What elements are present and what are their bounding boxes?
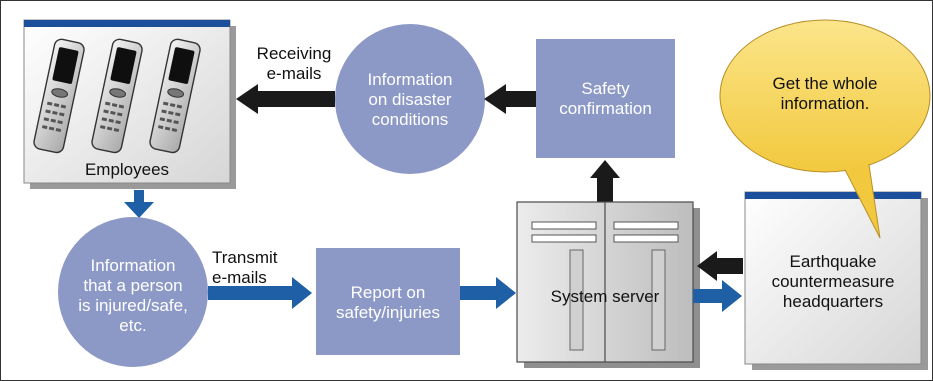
person-info-line: Information [90, 256, 176, 275]
headquarters-label: Earthquake countermeasure headquarters [745, 252, 921, 312]
safety-confirmation-line: confirmation [559, 99, 652, 119]
system-server-node [516, 201, 700, 368]
arrow-person-to-report [208, 277, 312, 309]
arrow-employees-to-info [124, 190, 154, 218]
disaster-info-line: conditions [371, 110, 449, 130]
phone-icon [149, 38, 201, 154]
report-line: Report on [350, 283, 426, 302]
person-info-label: Information that a person is injured/saf… [60, 256, 206, 336]
safety-confirmation-line: Safety [581, 79, 630, 98]
arrow-report-to-server [460, 277, 516, 309]
phone-icon [91, 38, 143, 154]
transmit-emails-label: Transmit e-mails [212, 248, 302, 288]
person-info-line: that a person [83, 276, 183, 296]
transmit-emails-line: e-mails [212, 268, 267, 288]
safety-confirmation-label: Safety confirmation [536, 79, 675, 119]
receiving-emails-label: Receiving e-mails [240, 44, 348, 84]
arrow-server-to-hq [693, 280, 742, 312]
person-info-line: etc. [119, 316, 147, 336]
headquarters-line: Earthquake [789, 252, 877, 271]
receiving-emails-line: Receiving [256, 44, 332, 63]
speech-bubble [719, 19, 931, 239]
disaster-info-line: Information [367, 70, 453, 89]
arrow-disaster-to-employees [236, 84, 335, 114]
arrow-hq-to-server [697, 251, 743, 281]
phone-icon [33, 38, 85, 154]
disaster-info-line: on disaster [368, 90, 452, 110]
system-server-label: System server [550, 287, 660, 306]
arrow-safety-to-disaster [484, 84, 536, 114]
transmit-emails-line: Transmit [212, 248, 278, 267]
employees-label: Employees [84, 160, 170, 179]
headquarters-node [744, 191, 928, 370]
report-label: Report on safety/injuries [316, 283, 460, 323]
person-info-line: is injured/safe, [78, 296, 188, 316]
report-node [316, 248, 460, 355]
headquarters-line: headquarters [782, 292, 884, 312]
safety-confirmation-node [536, 39, 675, 158]
disaster-info-label: Information on disaster conditions [345, 70, 475, 130]
speech-bubble-line: Get the whole [772, 74, 878, 93]
disaster-info-node [335, 24, 485, 174]
speech-bubble-label: Get the whole information. [745, 74, 905, 114]
headquarters-line: countermeasure [771, 272, 895, 292]
receiving-emails-line: e-mails [266, 64, 322, 84]
person-info-node [58, 217, 208, 367]
speech-bubble-line: information. [780, 94, 870, 114]
report-line: safety/injuries [336, 303, 440, 323]
